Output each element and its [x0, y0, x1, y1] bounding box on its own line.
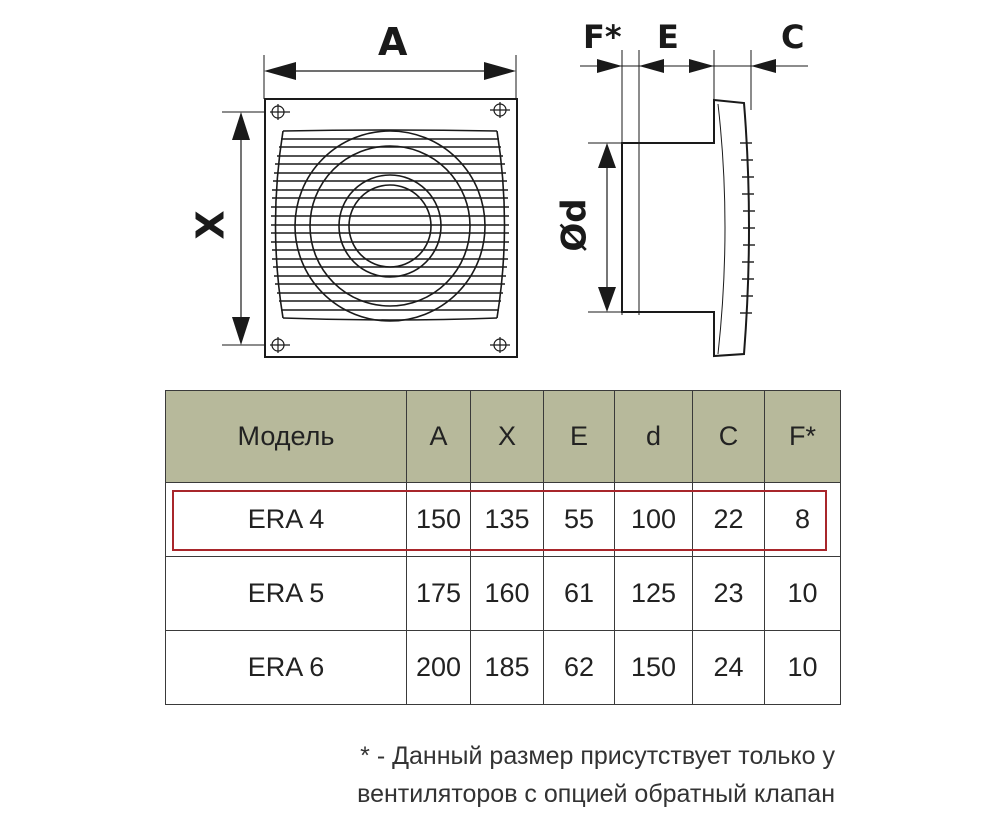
- front-view-drawing: [222, 50, 808, 358]
- cell-c: 24: [692, 630, 765, 705]
- cell-model: ERA 5: [165, 556, 407, 631]
- dimension-label-e: E: [657, 18, 679, 56]
- dimension-label-x: X: [188, 210, 233, 240]
- table-row: ERA 4 150 135 55 100 22 8: [165, 482, 841, 557]
- dimension-label-a: A: [378, 20, 408, 64]
- column-header-model: Модель: [165, 390, 407, 483]
- table-row: ERA 5 175 160 61 125 23 10: [165, 556, 841, 631]
- dimension-label-c: C: [781, 18, 805, 56]
- cell-c: 23: [692, 556, 765, 631]
- column-header-d: d: [614, 390, 693, 483]
- cell-f: 8: [764, 482, 841, 557]
- cell-a: 175: [406, 556, 471, 631]
- cell-c: 22: [692, 482, 765, 557]
- column-header-x: X: [470, 390, 544, 483]
- column-header-f: F*: [764, 390, 841, 483]
- cell-d: 100: [614, 482, 693, 557]
- cell-a: 200: [406, 630, 471, 705]
- cell-e: 61: [543, 556, 615, 631]
- dimensions-table: Модель A X E d C F* ERA 4 150 135 55 100…: [165, 390, 841, 705]
- column-header-a: A: [406, 390, 471, 483]
- column-header-c: C: [692, 390, 765, 483]
- cell-e: 62: [543, 630, 615, 705]
- cell-e: 55: [543, 482, 615, 557]
- dimension-label-f: F*: [583, 18, 622, 56]
- footnote-line-1: * - Данный размер присутствует только у: [360, 742, 835, 770]
- table-header-row: Модель A X E d C F*: [165, 390, 841, 483]
- column-header-e: E: [543, 390, 615, 483]
- cell-model: ERA 6: [165, 630, 407, 705]
- cell-f: 10: [764, 630, 841, 705]
- table-row: ERA 6 200 185 62 150 24 10: [165, 630, 841, 705]
- cell-x: 185: [470, 630, 544, 705]
- cell-d: 125: [614, 556, 693, 631]
- dimension-label-diameter: Ød: [554, 198, 595, 252]
- cell-x: 160: [470, 556, 544, 631]
- cell-f: 10: [764, 556, 841, 631]
- cell-d: 150: [614, 630, 693, 705]
- cell-model: ERA 4: [165, 482, 407, 557]
- cell-a: 150: [406, 482, 471, 557]
- cell-x: 135: [470, 482, 544, 557]
- footnote-line-2: вентиляторов с опцией обратный клапан: [357, 780, 835, 808]
